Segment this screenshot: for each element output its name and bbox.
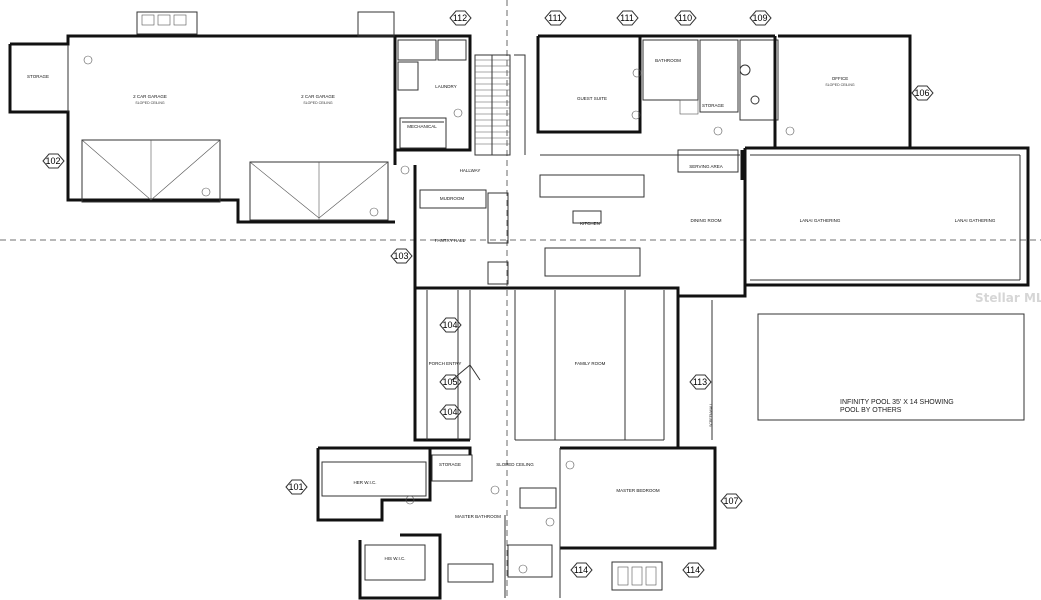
hex-tag: 104 <box>439 404 462 420</box>
sloped-ceiling-label-2: SLOPED CEILING <box>496 462 534 467</box>
legend-box-top <box>132 11 205 37</box>
garage-sloped-label-2: SLOPED CEILING <box>303 101 332 105</box>
hex-tag: 111 <box>616 10 639 26</box>
svg-text:111: 111 <box>620 13 634 23</box>
pool-text-line1: INFINITY POOL 35' X 14 SHOWING <box>840 399 954 406</box>
svg-text:104: 104 <box>442 407 457 417</box>
hallway-label: HALLWAY <box>460 168 481 173</box>
master-bathroom-label: MASTER BATHROOM <box>455 514 501 519</box>
svg-text:104: 104 <box>442 320 457 330</box>
pool-outline <box>757 313 1025 421</box>
north-rooms <box>536 34 912 150</box>
hex-tag: 109 <box>749 10 772 26</box>
garage-label-2: 2 CAR GARAGE <box>301 94 335 99</box>
svg-text:110: 110 <box>678 13 692 23</box>
master-bedroom-label: MASTER BEDROOM <box>616 488 660 493</box>
garage-wing <box>8 11 397 224</box>
svg-text:109: 109 <box>752 13 767 23</box>
lanai-gathering-label-2: LANAI GATHERING <box>955 218 996 223</box>
svg-text:114: 114 <box>574 565 588 575</box>
hex-tag: 101 <box>285 479 308 495</box>
hex-tag: 103 <box>390 248 413 264</box>
lanai-gathering-label-1: LANAI GATHERING <box>800 218 841 223</box>
svg-text:107: 107 <box>723 496 738 506</box>
mechanical-label: MECHANICAL <box>407 124 437 129</box>
screenwall-label: SCREENWALL <box>709 403 713 427</box>
her-wic-label: HER W.I.C. <box>353 480 376 485</box>
kitchen-label: KITCHEN <box>580 221 600 226</box>
detail-markers <box>83 55 795 574</box>
guest-suite-label: GUEST SUITE <box>577 96 607 101</box>
svg-text:106: 106 <box>914 88 929 98</box>
pool-text-line2: POOL BY OTHERS <box>840 407 902 414</box>
family-room-label: FAMILY ROOM <box>575 361 606 366</box>
hex-tag: 106 <box>911 85 934 101</box>
svg-text:102: 102 <box>45 156 60 166</box>
garage-sloped-label-1: SLOPED CEILING <box>135 101 164 105</box>
watermark: Stellar MLS <box>975 291 1041 305</box>
svg-text:105: 105 <box>442 377 457 387</box>
porch-entry-label: PORCH ENTRY <box>429 361 462 366</box>
center-block <box>413 148 747 298</box>
family-porch-block <box>413 290 713 450</box>
svg-text:111: 111 <box>548 13 562 23</box>
laundry-block <box>395 34 472 152</box>
hex-tag: 102 <box>42 153 65 169</box>
svg-text:101: 101 <box>288 482 303 492</box>
bathroom-label: BATHROOM <box>655 58 681 63</box>
hex-tag: 111 <box>544 10 567 26</box>
hex-tag: 110 <box>674 10 697 26</box>
his-wic-label: HIS W.I.C. <box>384 556 405 561</box>
lanai <box>745 146 1030 287</box>
hex-tag: 107 <box>720 493 743 509</box>
dining-room-label: DINING ROOM <box>691 218 722 223</box>
storage-left-label: STORAGE <box>27 74 49 79</box>
office-label: OFFICE <box>832 76 849 81</box>
svg-text:112: 112 <box>453 13 467 23</box>
svg-text:114: 114 <box>686 565 700 575</box>
office-sloped-label: SLOPED CEILING <box>825 83 854 87</box>
hex-tag: 112 <box>449 10 472 26</box>
storage-low-label: STORAGE <box>439 462 461 467</box>
hex-tag: 105 <box>439 374 462 390</box>
svg-text:113: 113 <box>693 377 707 387</box>
pantry-hall-label: PANTRY HALL <box>435 238 466 243</box>
hex-tag: 113 <box>689 374 712 390</box>
svg-text:103: 103 <box>393 251 408 261</box>
hex-tag: 104 <box>439 317 462 333</box>
hex-tag: 114 <box>682 562 705 578</box>
serving-area-label: SERVING AREA <box>689 164 722 169</box>
laundry-label: LAUNDRY <box>435 84 456 89</box>
mudroom-label: MUDROOM <box>440 196 464 201</box>
master-wing <box>316 446 717 600</box>
storage-mid-label: STORAGE <box>702 103 724 108</box>
hex-tags: 112 111 111 110 109 106 102 103 104 105 … <box>42 10 934 578</box>
hex-tag: 114 <box>570 562 593 578</box>
stair <box>474 54 526 156</box>
garage-label-1: 2 CAR GARAGE <box>133 94 167 99</box>
